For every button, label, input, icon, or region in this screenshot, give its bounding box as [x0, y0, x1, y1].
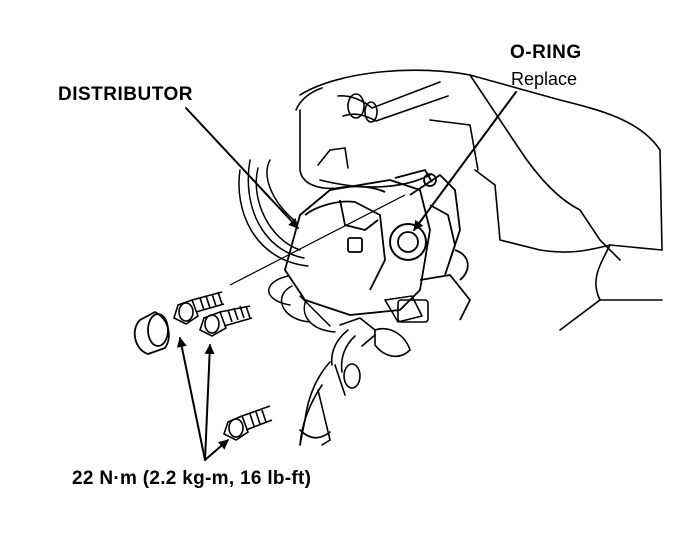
bolt-3	[223, 405, 273, 441]
spark-plug-wires	[238, 159, 336, 333]
engine-block-outline	[295, 69, 663, 331]
callout-lines	[176, 91, 517, 461]
torque-leader-bolt-2	[204, 344, 215, 461]
distributor-body	[284, 169, 471, 321]
oring-leader	[413, 91, 517, 231]
hose-top	[337, 81, 449, 123]
bolt-1	[173, 291, 225, 325]
distributor-label: DISTRIBUTOR	[58, 84, 193, 105]
oring-label: O-RING	[510, 42, 582, 63]
torque-leader-bolt-3	[204, 439, 229, 461]
distributor-leader	[185, 107, 299, 229]
torque-spec-label: 22 N·m (2.2 kg-m, 16 lb-ft)	[72, 468, 312, 489]
oring-replace-note: Replace	[511, 69, 578, 89]
torque-leader-bolt-1	[176, 337, 206, 461]
bolt-2	[199, 305, 253, 337]
distributor-cap	[133, 310, 170, 355]
alignment-line	[229, 194, 406, 286]
wiring-harness	[299, 295, 429, 446]
